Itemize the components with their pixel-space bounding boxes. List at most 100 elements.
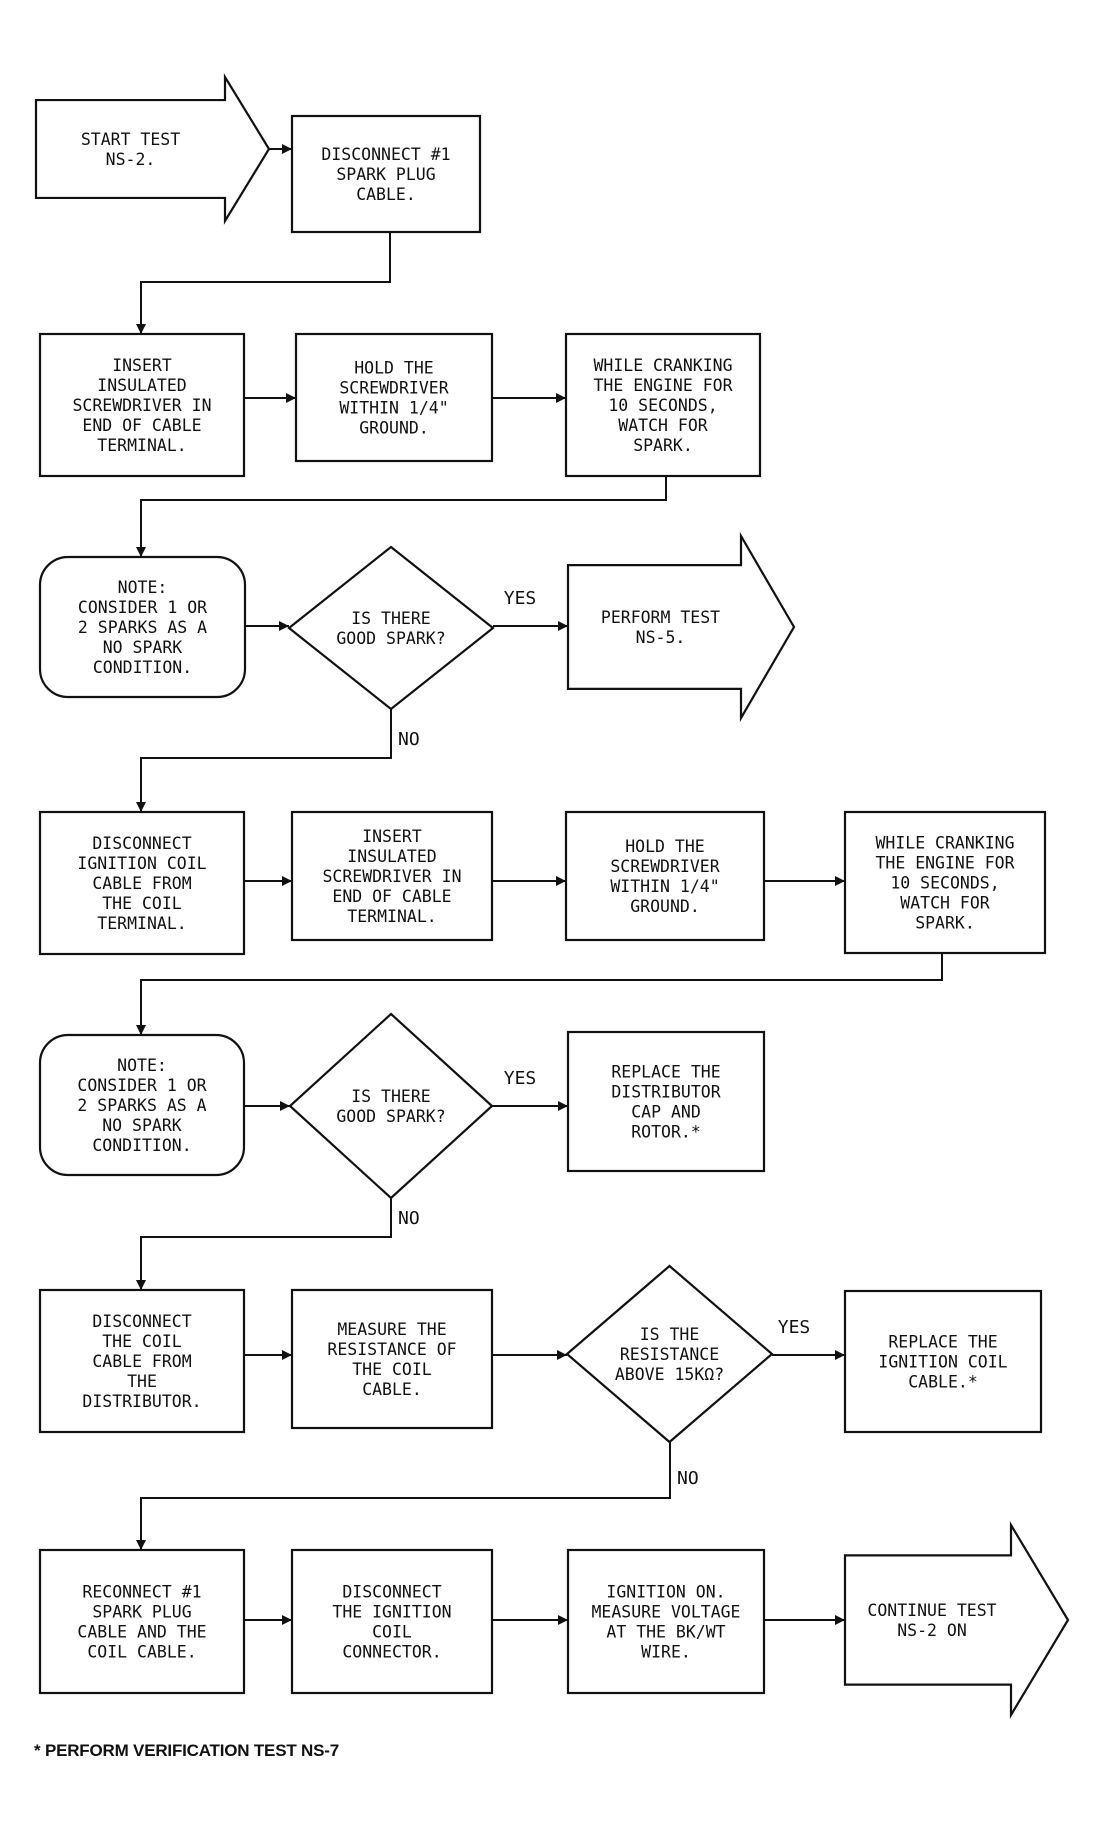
node-text-line: DISTRIBUTOR. [82,1392,201,1411]
node-text-line: IGNITION COIL [77,854,206,873]
node-text-line: DISCONNECT [92,1312,191,1331]
decision-diamond [287,545,495,711]
node-note2: NOTE:CONSIDER 1 OR2 SPARKS AS ANO SPARKC… [38,1033,246,1177]
node-text-line: SPARK. [915,914,975,933]
node-text-line: THE ENGINE FOR [593,376,732,395]
node-text-line: WHILE CRANKING [875,834,1014,853]
node-text-line: COIL [372,1623,412,1642]
node-text-line: THE COIL [352,1360,432,1379]
node-text-line: DISTRIBUTOR [611,1083,720,1102]
node-text-line: IS THERE [351,609,430,628]
node-text-line: COIL CABLE. [87,1643,196,1662]
node-text-line: WATCH FOR [618,416,707,435]
node-text-line: MEASURE THE [337,1320,446,1339]
note-box [38,1033,246,1177]
node-text-line: THE IGNITION [332,1603,451,1622]
edge-label-yes: YES [504,1068,537,1089]
node-text-line: NOTE: [118,578,168,597]
node-text-line: END OF CABLE [332,887,451,906]
node-text-line: CABLE. [356,185,416,204]
arrow-shape [34,73,271,225]
arrow-shape [843,1521,1070,1719]
node-text-line: START TEST [81,130,180,149]
node-text-line: IGNITION COIL [878,1353,1007,1372]
node-text-line: ABOVE 15KΩ? [615,1365,724,1384]
node-text-line: END OF CABLE [82,416,201,435]
node-text-line: REPLACE THE [888,1333,997,1352]
node-note1: NOTE:CONSIDER 1 OR2 SPARKS AS ANO SPARKC… [38,555,247,699]
node-text-line: CONNECTOR. [342,1643,441,1662]
node-text-line: THE ENGINE FOR [875,854,1014,873]
node-text-line: NS-2 ON [897,1621,967,1640]
process-box [290,1548,494,1695]
decision-diamond [288,1012,494,1200]
node-text-line: HOLD THE [625,837,704,856]
node-text-line: 2 SPARKS AS A [77,1096,206,1115]
node-text-line: SPARK PLUG [336,165,435,184]
node-text-line: GOOD SPARK? [336,629,445,648]
node-text-line: TERMINAL. [97,436,186,455]
process-box [843,1289,1043,1434]
node-text-line: SCREWDRIVER [610,857,719,876]
node-text-line: IS THERE [351,1087,430,1106]
node-text-line: IS THE [640,1325,700,1344]
node-text-line: SPARK. [633,436,693,455]
process-box [290,114,482,234]
node-text-line: NS-5. [636,628,686,647]
node-text-line: CONTINUE TEST [867,1601,996,1620]
node-text-line: THE COIL [102,894,182,913]
node-text-line: CABLE FROM [92,874,191,893]
node-text-line: GROUND. [630,897,700,916]
node-text-line: IGNITION ON. [606,1583,725,1602]
node-text-line: PERFORM TEST [601,608,720,627]
node-text-line: GOOD SPARK? [336,1107,445,1126]
node-text-line: INSERT [362,827,422,846]
connector-spark2-to-disc_dist [136,1198,392,1290]
node-text-line: CAP AND [631,1103,701,1122]
node-text-line: INSERT [112,356,172,375]
node-text-line: DISCONNECT [92,834,191,853]
connector-disc_plug-to-insert1 [136,232,391,334]
node-text-line: WIRE. [641,1643,691,1662]
connector-crank1-to-note1 [136,476,667,557]
node-text-line: RESISTANCE OF [327,1340,456,1359]
node-text-line: RESISTANCE [620,1345,719,1364]
node-text-line: 10 SECONDS, [890,874,999,893]
node-text-line: THE [127,1372,157,1391]
node-text-line: SCREWDRIVER IN [322,867,461,886]
node-text-line: INSULATED [347,847,436,866]
node-text-line: CABLE FROM [92,1352,191,1371]
node-text-line: MEASURE VOLTAGE [591,1603,740,1622]
process-box [843,810,1047,955]
process-box [290,810,494,942]
process-box [38,810,246,956]
node-text-line: TERMINAL. [347,907,436,926]
node-text-line: SCREWDRIVER [339,379,448,398]
connector-crank2-to-note2 [136,953,943,1035]
decision-diamond [565,1264,774,1444]
edge-label-yes: YES [504,588,537,609]
node-text-line: WATCH FOR [900,894,989,913]
process-box [564,810,766,942]
node-text-line: 10 SECONDS, [608,396,717,415]
process-box [294,332,494,463]
node-text-line: WITHIN 1/4" [339,399,448,418]
node-text-line: DISCONNECT #1 [321,145,450,164]
node-text-line: TERMINAL. [97,914,186,933]
node-text-line: WHILE CRANKING [593,356,732,375]
edge-label-no: NO [677,1468,699,1489]
